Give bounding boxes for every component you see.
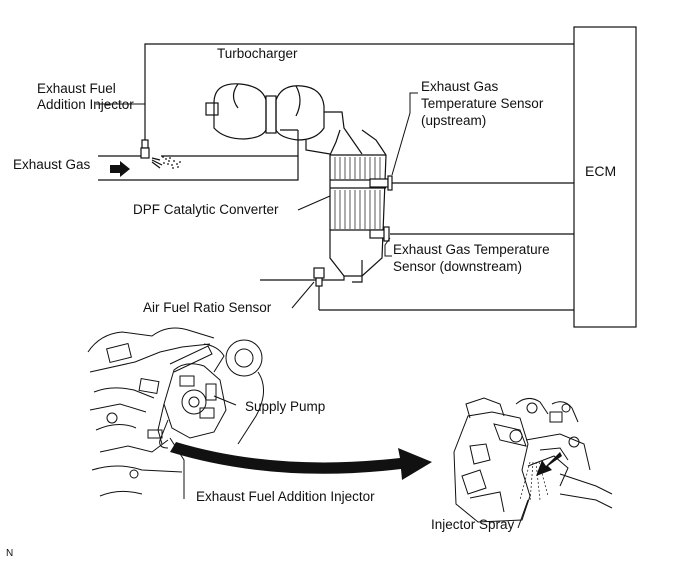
supply-pump-drawing [147,345,227,449]
injector-icon [140,139,163,169]
dpf-hatching [334,157,381,229]
injector-label-line1: Exhaust Fuel [37,81,116,96]
injector-closeup-drawing [453,397,613,523]
temperature-sensor-icon [369,175,393,242]
dpf-label: DPF Catalytic Converter [133,202,279,217]
exhaust-pipe [98,129,363,283]
af-sensor-label: Air Fuel Ratio Sensor [143,300,272,315]
ecm-label: ECM [585,163,617,179]
dpf-converter-icon [329,129,387,277]
egt-upstream-label-line2: Temperature Sensor [421,96,544,111]
turbocharger-icon [205,83,363,155]
injector-bottom-label: Exhaust Fuel Addition Injector [196,489,375,504]
engine-drawing [87,327,264,497]
egt-upstream-label-line1: Exhaust Gas [421,79,499,94]
figure-code: N [6,548,14,559]
curved-arrow [170,442,432,480]
supply-pump-label: Supply Pump [245,399,326,414]
injector-spray-label: Injector Spray [431,517,515,532]
spray-direction-arrow [536,452,562,476]
injector-label-line2: Addition Injector [37,97,134,112]
egt-upstream-label-line3: (upstream) [421,113,487,128]
flow-arrow-icon [110,161,130,177]
af-sensor-icon [313,267,325,287]
turbocharger-label: Turbocharger [217,46,298,61]
ecm-box [573,26,637,328]
exhaust-gas-label: Exhaust Gas [13,157,91,172]
egt-downstream-label-line2: Sensor (downstream) [393,259,523,274]
egt-downstream-label-line1: Exhaust Gas Temperature [393,242,550,257]
injector-spray-dots [162,156,181,169]
